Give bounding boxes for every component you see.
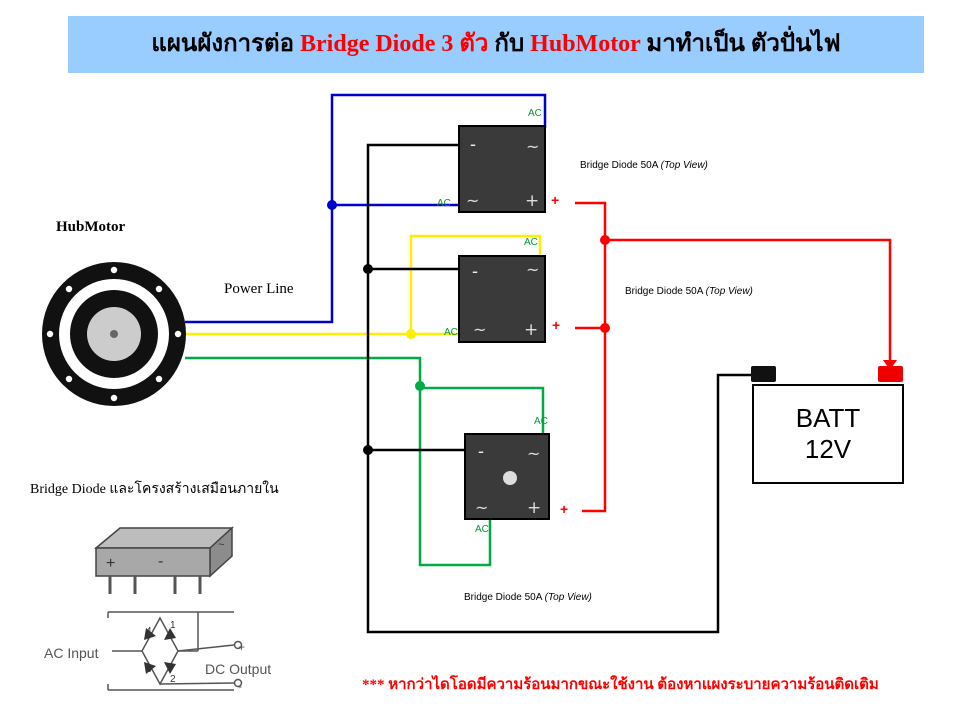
diode-2-minus: - [472,261,478,281]
diode-1-minus: - [470,134,476,154]
plus-label-d2: + [552,317,561,333]
battery-negative-terminal [751,366,776,382]
ac-label-d3-bottom: AC [475,524,489,535]
hubmotor-label: HubMotor [56,219,126,235]
blue-phase-wire [185,93,547,324]
ac-label-d1-top: AC [528,108,542,119]
diode-3-tilde-bottom: ~ [475,498,488,517]
bridge-diode-2: - ~ ~ + [458,255,546,343]
title-text-2: กับ [488,31,531,57]
plus-label-d1: + [551,192,560,208]
dc-plus-label: + [238,640,245,654]
battery-label: BATT [796,403,861,433]
diode-caption-1: Bridge Diode 50A (Top View) [580,160,708,171]
package-minus: - [158,553,163,570]
diode-caption-2: Bridge Diode 50A (Top View) [625,286,753,297]
blue-junction-dot [327,200,337,210]
ac-input-label: AC Input [44,645,99,661]
diode-num-1: 1 [170,620,176,631]
positive-junction-dot-2 [600,323,610,333]
battery-voltage: 12V [805,434,852,464]
structure-caption: Bridge Diode และโครงสร้างเสมือนภายใน [30,482,279,497]
negative-bus-wire [366,143,752,634]
green-junction-dot [415,381,425,391]
dc-output-label: DC Output [205,661,271,677]
hubmotor-wheel [42,262,186,406]
title-bar: แผนผังการต่อ Bridge Diode 3 ตัว กับ HubM… [68,16,924,73]
battery-positive-terminal [878,366,903,382]
diode-2-tilde-bottom: ~ [473,320,486,339]
diode-3-tilde-top: ~ [527,444,540,463]
title-text-bridge: Bridge Diode 3 ตัว [300,31,489,57]
negative-junction-dot-2 [363,445,373,455]
ac-label-d2-top: AC [524,237,538,248]
ac-label-d3-top: AC [534,416,548,427]
power-line-label: Power Line [224,281,294,297]
diode-2-tilde-top: ~ [526,260,539,279]
battery: BATT 12V [751,366,904,484]
bridge-diode-3: - ~ ~ + [464,433,550,520]
bridge-diode-1: - ~ ~ + [458,125,546,213]
internal-diodes [144,628,176,674]
diode-num-4: 4 [146,626,152,637]
title-text-1: แผนผังการต่อ [151,31,301,57]
ac-label-d2-left: AC [444,327,458,338]
diode-1-tilde-top: ~ [526,137,539,156]
diode-1-tilde-bottom: ~ [466,191,479,210]
diode-num-2: 2 [170,674,176,685]
diode-2-plus: + [524,320,538,340]
package-tilde: ~ [218,539,224,551]
ac-label-d1-left: AC [437,198,451,209]
bridge-diode-package: + - ~ [93,526,234,594]
internal-bridge-schematic [107,611,243,691]
positive-junction-dot-1 [600,235,610,245]
title-text-3: มาทำเป็น ตัวปั่นไฟ [640,31,841,57]
negative-junction-dot-1 [363,264,373,274]
plus-label-d3: + [560,501,569,517]
dc-minus-label: - [238,679,242,693]
warning-note: *** หากว่าไดโอดมีความร้อนมากขณะใช้งาน ต้… [362,677,879,693]
positive-arrow-head [883,360,897,370]
diode-1-plus: + [525,191,539,211]
diode-num-3: 3 [146,664,152,675]
diode-caption-3: Bridge Diode 50A (Top View) [464,592,592,603]
title-text-hubmotor: HubMotor [530,31,641,57]
diode-3-minus: - [478,441,484,461]
diode-3-plus: + [527,498,541,518]
yellow-junction-dot [406,329,416,339]
package-plus: + [106,555,115,572]
